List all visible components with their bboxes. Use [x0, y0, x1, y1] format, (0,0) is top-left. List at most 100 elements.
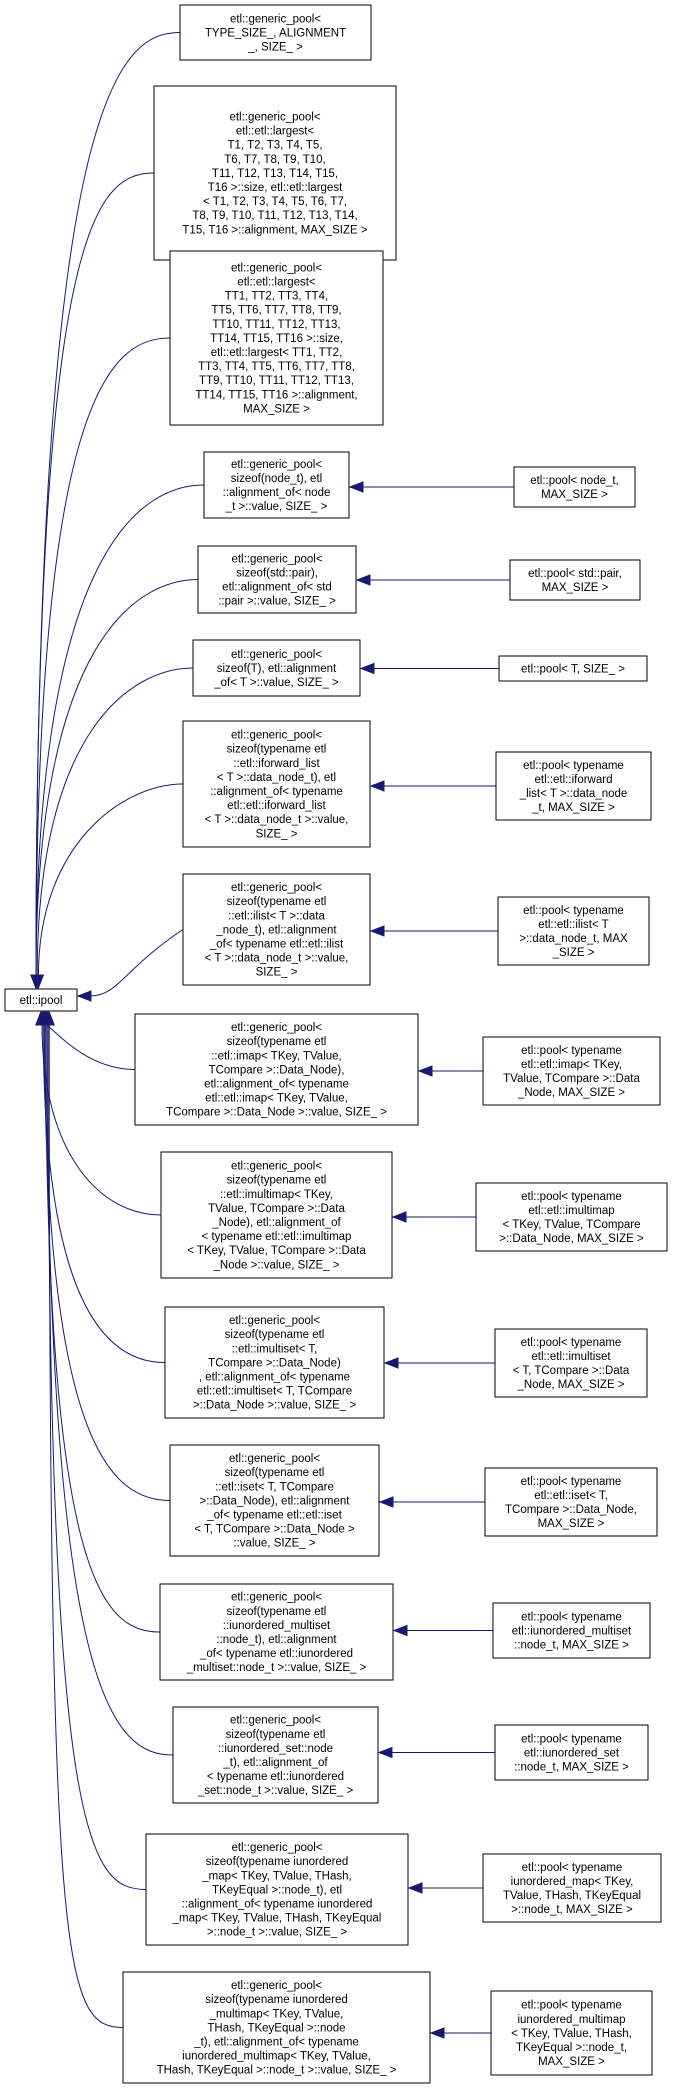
- generic-pool-node-gp-ilist[interactable]: etl::generic_pool<sizeof(typename etl::e…: [182, 873, 371, 986]
- pool-node-gp-iunordered-multimap[interactable]: etl::pool< typenameiunordered_multimap< …: [490, 1990, 653, 2076]
- base-class-etl-ipool[interactable]: etl::ipool: [4, 988, 78, 1012]
- node-label-line: MAX_SIZE >: [538, 1518, 605, 1530]
- node-label-line: etl::etl::iforward: [535, 774, 613, 786]
- node-label-line: _of< typename etl::etl::ilist: [209, 939, 344, 951]
- generic-pool-node-gp-iunordered-multimap[interactable]: etl::generic_pool<sizeof(typename iunord…: [122, 1971, 431, 2084]
- node-box: [203, 451, 350, 519]
- node-box: [145, 1833, 409, 1946]
- node-label-line: < TKey, TValue, TCompare >::Data: [187, 1245, 366, 1257]
- node-label-line: THash, TKeyEqual >::node: [207, 2022, 345, 2034]
- node-label-line: _of< typename etl::iunordered: [199, 1648, 353, 1660]
- node-label-line: < T, TCompare >::Data: [513, 1365, 630, 1377]
- node-box: [492, 1602, 651, 1659]
- arrowhead: [76, 990, 92, 1002]
- pool-node-gp-node-t[interactable]: etl::pool< node_t,MAX_SIZE >: [513, 466, 636, 508]
- node-label-line: ::node_t, MAX_SIZE >: [514, 1640, 629, 1652]
- node-label-line: _Node >::value, SIZE_ >: [213, 1259, 340, 1271]
- node-box: [172, 1706, 379, 1804]
- node-label-line: < T >::data_node_t >::value,: [205, 814, 349, 826]
- node-label-line: iunordered_map< TKey,: [511, 1876, 634, 1888]
- node-label-line: etl::generic_pool<: [229, 1315, 320, 1327]
- node-label-line: etl::etl::largest<: [237, 277, 316, 289]
- pool-node-gp-iunordered-multiset[interactable]: etl::pool< typenameetl::iunordered_multi…: [492, 1602, 651, 1659]
- node-label-line: etl::alignment_of< typename: [204, 1079, 349, 1091]
- node-label-line: etl::pool< typename: [521, 1191, 622, 1203]
- node-label-line: ::etl::imultiset< T,: [232, 1343, 318, 1355]
- node-box: [482, 1853, 662, 1923]
- node-label-line: ::node_t), etl::alignment: [216, 1634, 337, 1646]
- node-label-line: THash, TKeyEqual >::node_t >::value, SIZ…: [157, 2065, 397, 2077]
- node-label-line: < typename etl::iunordered: [207, 1771, 344, 1783]
- node-box: [122, 1971, 431, 2084]
- node-label-line: iunordered_multimap: [517, 2014, 625, 2026]
- generic-pool-node-gp-iunordered-map[interactable]: etl::generic_pool<sizeof(typename iunord…: [145, 1833, 409, 1946]
- node-label-line: ::alignment_of< typename iunordered: [182, 1899, 373, 1911]
- node-label-line: _Node, MAX_SIZE >: [517, 1087, 625, 1099]
- node-label-line: etl::pool< typename: [521, 1337, 622, 1349]
- node-label-line: etl::generic_pool<: [229, 112, 320, 124]
- node-label-line: etl::generic_pool<: [230, 13, 321, 25]
- node-label-line: T6, T7, T8, T9, T10,: [224, 154, 325, 166]
- node-label-line: SIZE_ >: [256, 967, 298, 979]
- node-label-line: T8, T9, T10, T11, T12, T13, T14,: [192, 210, 357, 222]
- node-label-line: TT10, TT11, TT12, TT13,: [212, 319, 340, 331]
- node-label-line: etl::iunordered_multiset: [512, 1625, 632, 1637]
- generic-pool-node-gp-node-t[interactable]: etl::generic_pool<sizeof(node_t), etl::a…: [203, 451, 350, 519]
- node-box: [513, 466, 636, 508]
- node-label-line: TCompare >::Data_Node,: [505, 1504, 637, 1516]
- arrowhead: [43, 1010, 55, 1026]
- generic-pool-node-gp-iforward-list[interactable]: etl::generic_pool<sizeof(typename etl::e…: [182, 720, 371, 848]
- node-label-line: ::alignment_of< node: [223, 487, 331, 499]
- pool-node-gp-imultiset[interactable]: etl::pool< typenameetl::etl::imultiset< …: [494, 1328, 648, 1398]
- inheritance-edge: [89, 929, 184, 997]
- pool-node-gp-imultimap[interactable]: etl::pool< typenameetl::etl::imultimap< …: [475, 1182, 668, 1252]
- node-label-line: sizeof(node_t), etl: [231, 473, 322, 485]
- node-label-line: >::Data_Node, MAX_SIZE >: [499, 1233, 644, 1245]
- generic-pool-node-gp-largest-t[interactable]: etl::generic_pool<etl::etl::largest<T1, …: [153, 85, 397, 261]
- node-label-line: SIZE_ >: [256, 828, 298, 840]
- generic-pool-node-gp-iset[interactable]: etl::generic_pool<sizeof(typename etl::e…: [169, 1444, 380, 1557]
- node-label-line: MAX_SIZE >: [538, 2056, 605, 2068]
- pool-node-gp-iunordered-set[interactable]: etl::pool< typenameetl::iunordered_set::…: [494, 1724, 649, 1781]
- node-box: [498, 655, 648, 682]
- generic-pool-node-gp-imap[interactable]: etl::generic_pool<sizeof(typename etl::e…: [134, 1013, 419, 1126]
- generic-pool-node-gp-largest-tt[interactable]: etl::generic_pool<etl::etl::largest<TT1,…: [169, 250, 384, 426]
- generic-pool-node-gp-t[interactable]: etl::generic_pool<sizeof(T), etl::alignm…: [192, 639, 361, 697]
- generic-pool-node-gp-imultimap[interactable]: etl::generic_pool<sizeof(typename etl::e…: [160, 1151, 393, 1279]
- node-label-line: TT14, TT15, TT16 >::alignment,: [195, 389, 357, 401]
- node-label-line: sizeof(typename iunordered: [206, 1856, 349, 1868]
- generic-pool-node-gp-std-pair[interactable]: etl::generic_pool<sizeof(std::pair),etl:…: [197, 545, 357, 614]
- node-label-line: TValue, THash, TKeyEqual: [503, 1890, 641, 1902]
- node-label-line: TValue, TCompare >::Data: [208, 1203, 345, 1215]
- node-box: [509, 559, 641, 601]
- node-label-line: etl::etl::imultiset< T, TCompare: [197, 1386, 352, 1398]
- generic-pool-node-gp-type-size[interactable]: etl::generic_pool<TYPE_SIZE_, ALIGNMENT_…: [179, 4, 372, 61]
- node-label-line: etl::generic_pool<: [231, 262, 322, 274]
- pool-node-gp-std-pair[interactable]: etl::pool< std::pair,MAX_SIZE >: [509, 559, 641, 601]
- arrowhead: [417, 1065, 433, 1077]
- generic-pool-node-gp-iunordered-set[interactable]: etl::generic_pool<sizeof(typename etl::i…: [172, 1706, 379, 1804]
- node-label-line: < T1, T2, T3, T4, T5, T6, T7,: [203, 196, 347, 208]
- node-label-line: etl::iunordered_set: [524, 1747, 620, 1759]
- node-label-line: >::Data_Node), etl::alignment: [200, 1495, 351, 1507]
- nodes-layer: etl::ipool etl::generic_pool<TYPE_SIZE_, …: [4, 4, 668, 2084]
- edges-layer: [30, 32, 514, 2039]
- pool-node-gp-iforward-list[interactable]: etl::pool< typenameetl::etl::iforward_li…: [495, 751, 652, 821]
- node-box: [4, 988, 78, 1012]
- node-label-line: TKeyEqual >::node_t), etl: [212, 1884, 342, 1896]
- node-label-line: etl::pool< node_t,: [530, 475, 619, 487]
- node-label-line: etl::etl::ilist< T: [538, 919, 608, 931]
- node-label-line: _t), etl::alignment_of< typename: [193, 2037, 359, 2049]
- pool-node-gp-t[interactable]: etl::pool< T, SIZE_ >: [498, 655, 648, 682]
- inheritance-edge: [48, 1023, 124, 2028]
- generic-pool-node-gp-iunordered-multiset[interactable]: etl::generic_pool<sizeof(typename etl::i…: [159, 1583, 394, 1681]
- generic-pool-node-gp-imultiset[interactable]: etl::generic_pool<sizeof(typename etl::e…: [164, 1306, 385, 1419]
- node-label-line: TT9, TT10, TT11, TT12, TT13,: [199, 375, 354, 387]
- node-label-line: etl::etl::iset< T,: [534, 1490, 608, 1502]
- node-label-line: T11, T12, T13, T14, T15,: [212, 168, 338, 180]
- node-label-line: ::etl::iset< T, TCompare: [215, 1481, 334, 1493]
